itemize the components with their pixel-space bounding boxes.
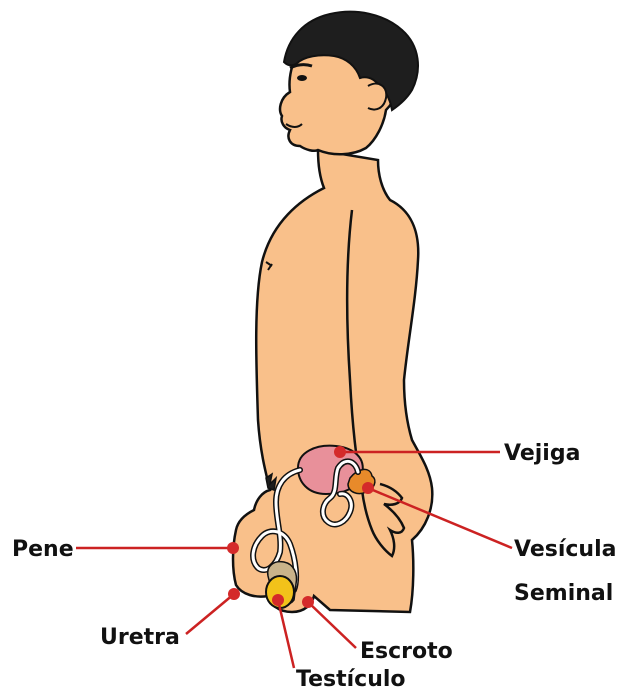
ear: [368, 84, 386, 110]
eye: [297, 75, 307, 81]
label-escroto: Escroto: [360, 639, 453, 664]
label-pene: Pene: [12, 537, 74, 562]
dot-pene: [227, 542, 239, 554]
label-vesicula-line1: Vesícula: [514, 537, 616, 562]
dot-uretra: [228, 588, 240, 600]
leader-uretra: [186, 594, 234, 634]
label-testiculo: Testículo: [296, 667, 406, 692]
label-vejiga: Vejiga: [504, 441, 580, 466]
label-uretra: Uretra: [100, 625, 180, 650]
body-torso: [233, 150, 432, 612]
dot-vejiga: [334, 446, 346, 458]
dot-vesicula: [362, 482, 374, 494]
dot-testiculo: [272, 594, 284, 606]
label-vesicula-line2: Seminal: [514, 581, 613, 606]
dot-escroto: [302, 596, 314, 608]
